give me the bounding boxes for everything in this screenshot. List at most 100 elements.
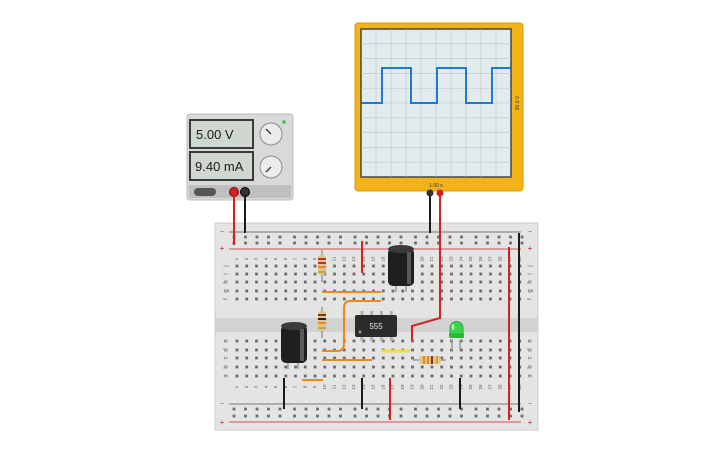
breadboard-hole[interactable] [372, 280, 375, 284]
breadboard-hole[interactable] [497, 414, 501, 418]
breadboard-hole[interactable] [420, 280, 424, 284]
breadboard-hole[interactable] [520, 241, 524, 245]
breadboard-hole[interactable] [235, 356, 239, 360]
breadboard-hole[interactable] [235, 289, 239, 293]
breadboard-hole[interactable] [284, 289, 288, 293]
breadboard-hole[interactable] [411, 289, 414, 293]
breadboard-hole[interactable] [459, 289, 463, 293]
breadboard-hole[interactable] [264, 289, 268, 293]
breadboard-hole[interactable] [303, 374, 307, 378]
breadboard-hole[interactable] [399, 414, 403, 418]
breadboard-hole[interactable] [479, 272, 483, 276]
breadboard-hole[interactable] [437, 241, 440, 245]
breadboard-hole[interactable] [255, 264, 258, 268]
breadboard-hole[interactable] [333, 374, 336, 378]
breadboard-hole[interactable] [372, 356, 375, 360]
breadboard-hole[interactable] [245, 297, 249, 301]
breadboard-hole[interactable] [267, 414, 270, 418]
led-green[interactable] [449, 321, 464, 351]
breadboard-hole[interactable] [327, 414, 331, 418]
breadboard-hole[interactable] [323, 365, 327, 369]
breadboard-hole[interactable] [372, 264, 375, 268]
breadboard-hole[interactable] [474, 241, 478, 245]
breadboard-hole[interactable] [411, 348, 414, 352]
breadboard-hole[interactable] [486, 235, 489, 239]
breadboard-hole[interactable] [489, 272, 492, 276]
breadboard-hole[interactable] [255, 407, 259, 411]
breadboard-hole[interactable] [303, 289, 307, 293]
breadboard-hole[interactable] [274, 374, 278, 378]
breadboard-hole[interactable] [316, 241, 319, 245]
breadboard-hole[interactable] [460, 414, 463, 418]
breadboard-hole[interactable] [459, 374, 463, 378]
breadboard-hole[interactable] [450, 289, 453, 293]
breadboard-hole[interactable] [381, 272, 385, 276]
breadboard-hole[interactable] [388, 241, 391, 245]
breadboard-hole[interactable] [479, 264, 483, 268]
breadboard-hole[interactable] [420, 264, 424, 268]
breadboard-hole[interactable] [327, 241, 331, 245]
breadboard-hole[interactable] [313, 339, 317, 343]
breadboard-hole[interactable] [294, 297, 297, 301]
breadboard-hole[interactable] [437, 235, 440, 239]
breadboard-hole[interactable] [284, 365, 288, 369]
breadboard-hole[interactable] [498, 356, 502, 360]
breadboard-hole[interactable] [479, 280, 483, 284]
breadboard-hole[interactable] [342, 365, 346, 369]
resistor-top[interactable] [318, 250, 326, 282]
breadboard-hole[interactable] [399, 407, 403, 411]
breadboard-hole[interactable] [420, 348, 424, 352]
breadboard-hole[interactable] [264, 374, 268, 378]
breadboard-hole[interactable] [498, 264, 502, 268]
breadboard-hole[interactable] [430, 339, 434, 343]
breadboard-hole[interactable] [489, 365, 492, 369]
breadboard-hole[interactable] [267, 407, 270, 411]
breadboard-hole[interactable] [333, 365, 336, 369]
breadboard-hole[interactable] [391, 339, 395, 343]
breadboard-hole[interactable] [420, 289, 424, 293]
breadboard-hole[interactable] [255, 241, 259, 245]
breadboard-hole[interactable] [401, 339, 405, 343]
breadboard-hole[interactable] [245, 374, 249, 378]
breadboard-hole[interactable] [313, 272, 317, 276]
breadboard-hole[interactable] [255, 235, 259, 239]
breadboard-hole[interactable] [469, 339, 473, 343]
breadboard-hole[interactable] [474, 407, 478, 411]
breadboard-hole[interactable] [479, 289, 483, 293]
breadboard-hole[interactable] [440, 365, 444, 369]
breadboard-hole[interactable] [362, 374, 366, 378]
breadboard-hole[interactable] [235, 264, 239, 268]
breadboard-hole[interactable] [232, 414, 236, 418]
breadboard-hole[interactable] [264, 348, 268, 352]
breadboard-hole[interactable] [255, 272, 258, 276]
breadboard-hole[interactable] [313, 297, 317, 301]
breadboard-hole[interactable] [274, 264, 278, 268]
breadboard-hole[interactable] [362, 297, 366, 301]
breadboard-hole[interactable] [411, 297, 414, 301]
breadboard-hole[interactable] [459, 272, 463, 276]
breadboard-hole[interactable] [304, 407, 308, 411]
breadboard-hole[interactable] [450, 374, 453, 378]
breadboard-hole[interactable] [469, 356, 473, 360]
breadboard-hole[interactable] [235, 348, 239, 352]
breadboard-hole[interactable] [352, 339, 356, 343]
breadboard-hole[interactable] [448, 414, 452, 418]
breadboard-hole[interactable] [459, 348, 463, 352]
breadboard-hole[interactable] [362, 365, 366, 369]
breadboard-hole[interactable] [353, 241, 357, 245]
breadboard-hole[interactable] [401, 374, 405, 378]
breadboard-hole[interactable] [381, 289, 385, 293]
breadboard-hole[interactable] [244, 241, 247, 245]
breadboard-hole[interactable] [365, 235, 368, 239]
breadboard-hole[interactable] [274, 339, 278, 343]
breadboard-hole[interactable] [352, 374, 356, 378]
breadboard-hole[interactable] [459, 365, 463, 369]
breadboard-hole[interactable] [333, 356, 336, 360]
breadboard-hole[interactable] [245, 356, 249, 360]
breadboard-hole[interactable] [353, 407, 357, 411]
breadboard-hole[interactable] [352, 280, 356, 284]
breadboard-hole[interactable] [255, 280, 258, 284]
breadboard-hole[interactable] [425, 414, 429, 418]
breadboard-hole[interactable] [372, 339, 375, 343]
breadboard-hole[interactable] [381, 356, 385, 360]
